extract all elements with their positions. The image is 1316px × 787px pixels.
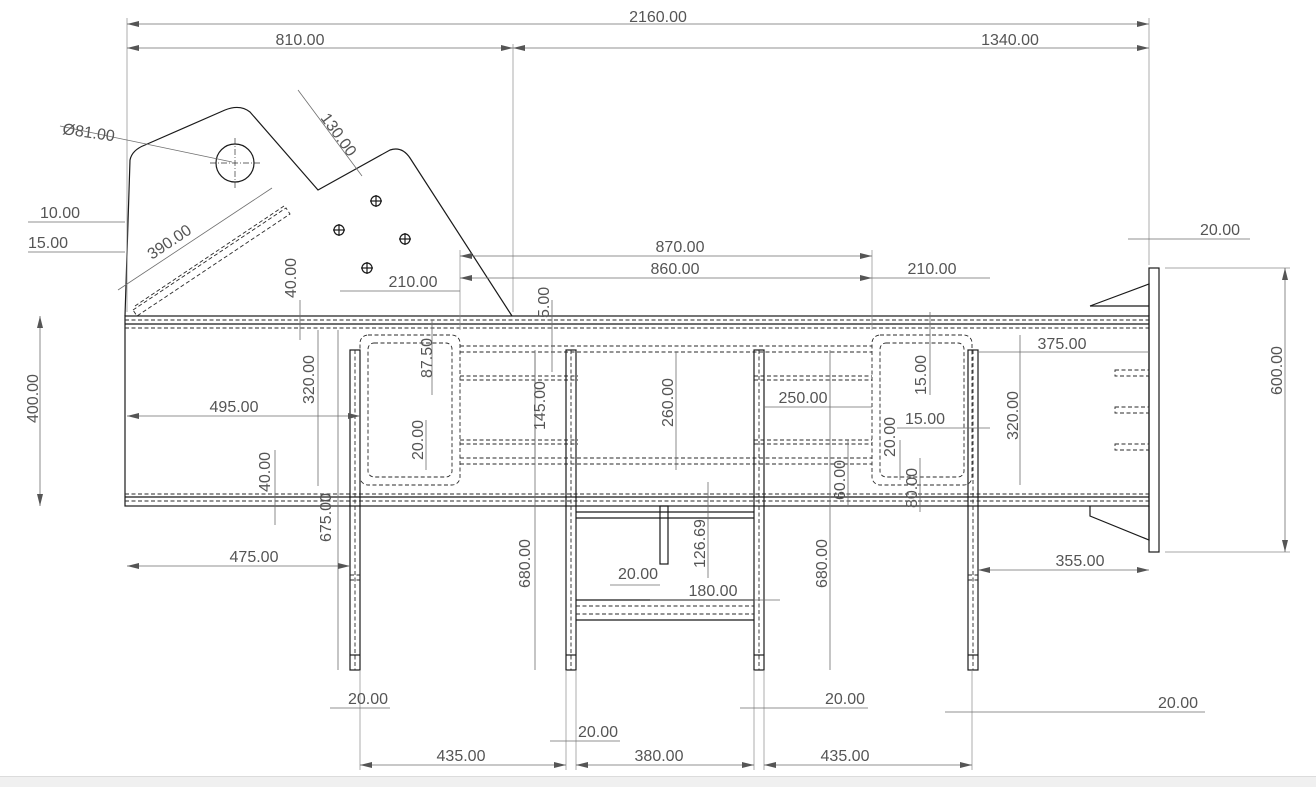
dim-w-20-bm: 20.00 [825,691,865,708]
bracket-plate [124,106,513,317]
dim-hole-diameter: Ø81.00 [61,121,115,145]
bolt-hole-2 [333,224,345,236]
dim-w-380: 380.00 [635,748,684,765]
dim-h-675: 675.00 [318,493,335,542]
bolt-hole-1 [370,195,382,207]
dim-gap-5: 5.00 [536,287,553,318]
dim-w-15-right: 15.00 [905,411,945,428]
dim-h-400: 400.00 [25,374,42,423]
dim-web-870: 870.00 [656,239,705,256]
bolt-hole-3 [399,233,411,245]
dim-h-320-right: 320.00 [1005,391,1022,440]
dimension-arrows [37,21,1288,768]
end-bolt-1 [1114,369,1150,377]
dim-h-680-left: 680.00 [517,539,534,588]
dim-h-80: 80.00 [904,468,921,508]
dimension-labels: 2160.00 810.00 1340.00 Ø81.00 130.00 390… [25,9,1286,765]
left-pocket [359,334,461,486]
dim-h-260: 260.00 [660,378,677,427]
dim-overall-length: 2160.00 [629,9,687,26]
dim-w-435-left: 435.00 [437,748,486,765]
dim-w-495: 495.00 [210,399,259,416]
dim-w-20-bc: 20.00 [578,724,618,741]
dim-h-320-left: 320.00 [301,355,318,404]
dim-h-145: 145.00 [532,381,549,430]
dim-w-20-center: 20.00 [618,566,658,583]
dim-h-680-right: 680.00 [814,539,831,588]
dim-offset-15-left: 15.00 [28,235,68,252]
dim-w-435-right: 435.00 [821,748,870,765]
dim-w-355: 355.00 [1056,553,1105,570]
right-pocket [871,334,973,486]
dim-w-20-bl: 20.00 [348,691,388,708]
bottom-strip [0,776,1316,787]
dim-arm-width: 130.00 [317,110,360,160]
dim-right-span: 1340.00 [981,32,1039,49]
end-bolt-2 [1114,406,1150,414]
main-beam [124,315,1150,507]
dim-plate-thk-top: 20.00 [1200,222,1240,239]
end-plate [1089,267,1160,553]
dim-h-600: 600.00 [1269,346,1286,395]
dim-web-860: 860.00 [651,261,700,278]
dim-flange-40-top: 40.00 [283,258,300,298]
center-web [460,345,872,465]
dim-h-40-bottom: 40.00 [257,452,274,492]
dim-h-87-5: 87.50 [419,338,436,378]
dim-w-375: 375.00 [1038,336,1087,353]
dim-w-180: 180.00 [689,583,738,600]
dim-w-250: 250.00 [779,390,828,407]
dim-h-60: 60.00 [832,460,849,500]
dim-h-126-69: 126.69 [692,519,709,568]
end-bolt-3 [1114,443,1150,451]
dim-arm-length: 390.00 [145,222,195,264]
dim-h-20-right: 20.00 [882,417,899,457]
dim-h-20-left: 20.00 [410,420,427,460]
dim-left-span: 810.00 [276,32,325,49]
bolt-hole-4 [361,262,373,274]
dim-right-pocket-210: 210.00 [908,261,957,278]
dimension-lines [28,18,1290,770]
dim-w-20-br: 20.00 [1158,695,1198,712]
dim-offset-10: 10.00 [40,205,80,222]
dim-left-pocket-210: 210.00 [389,274,438,291]
dim-h-15-right: 15.00 [913,355,930,395]
support-legs [349,349,979,671]
dim-w-475: 475.00 [230,549,279,566]
